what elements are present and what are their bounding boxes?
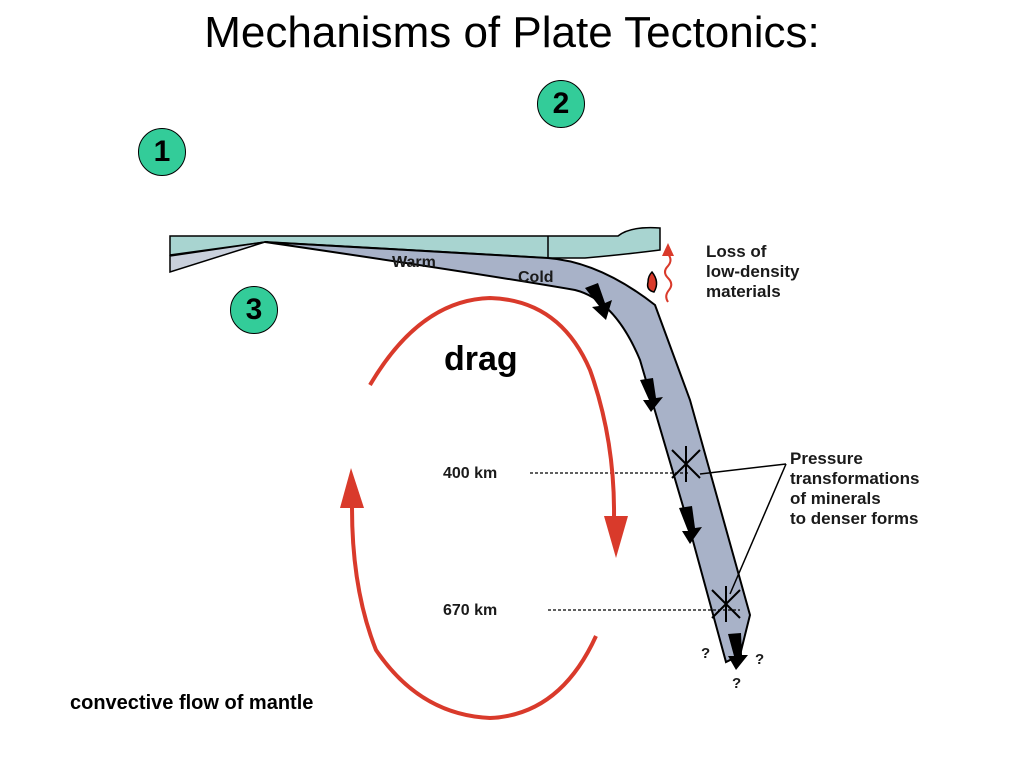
badge-1: 1 xyxy=(138,128,186,176)
depth-label-400: 400 km xyxy=(443,465,497,482)
transformation-star-670 xyxy=(711,586,741,622)
unknown-mark-right: ? xyxy=(755,651,764,668)
slab-arrow-3 xyxy=(679,506,702,544)
ridge-plate-left xyxy=(169,241,266,274)
convection-arrowhead-up xyxy=(340,468,364,508)
convective-flow-label: convective flow of mantle xyxy=(70,692,314,714)
callout-line-1 xyxy=(699,463,787,475)
unknown-mark-left: ? xyxy=(701,645,710,662)
loss-label-line3: materials xyxy=(706,282,781,301)
convection-arrowhead-down xyxy=(604,516,628,558)
pressure-label-line1: Pressure xyxy=(790,449,863,468)
convection-arrow-down xyxy=(368,295,617,519)
page-title: Mechanisms of Plate Tectonics: xyxy=(204,8,820,57)
upwelling-arrowhead xyxy=(662,243,674,256)
warm-label: Warm xyxy=(392,254,436,271)
pressure-label-line3: of minerals xyxy=(790,489,881,508)
upwelling-wavy-arrow xyxy=(664,253,673,303)
subducting-slab xyxy=(264,241,752,664)
slab-arrow-4 xyxy=(728,633,748,670)
badge-3: 3 xyxy=(230,286,278,334)
badge-2: 2 xyxy=(537,80,585,128)
loss-label-line2: low-density xyxy=(706,262,800,281)
loss-label-line1: Loss of xyxy=(706,242,767,261)
pressure-label-line4: to denser forms xyxy=(790,509,918,528)
drag-label: drag xyxy=(444,340,518,378)
slab-motion-arrows xyxy=(585,283,748,670)
magma-drop-icon xyxy=(646,270,658,293)
convection-arrow-up xyxy=(350,507,598,721)
callout-line-2 xyxy=(729,463,787,595)
pressure-label-line2: transformations xyxy=(790,469,919,488)
slab-arrow-2 xyxy=(640,378,663,412)
slab-arrow-1 xyxy=(585,283,612,320)
depth-label-670: 670 km xyxy=(443,602,497,619)
cold-label: Cold xyxy=(518,269,554,286)
unknown-mark-bottom: ? xyxy=(732,675,741,692)
